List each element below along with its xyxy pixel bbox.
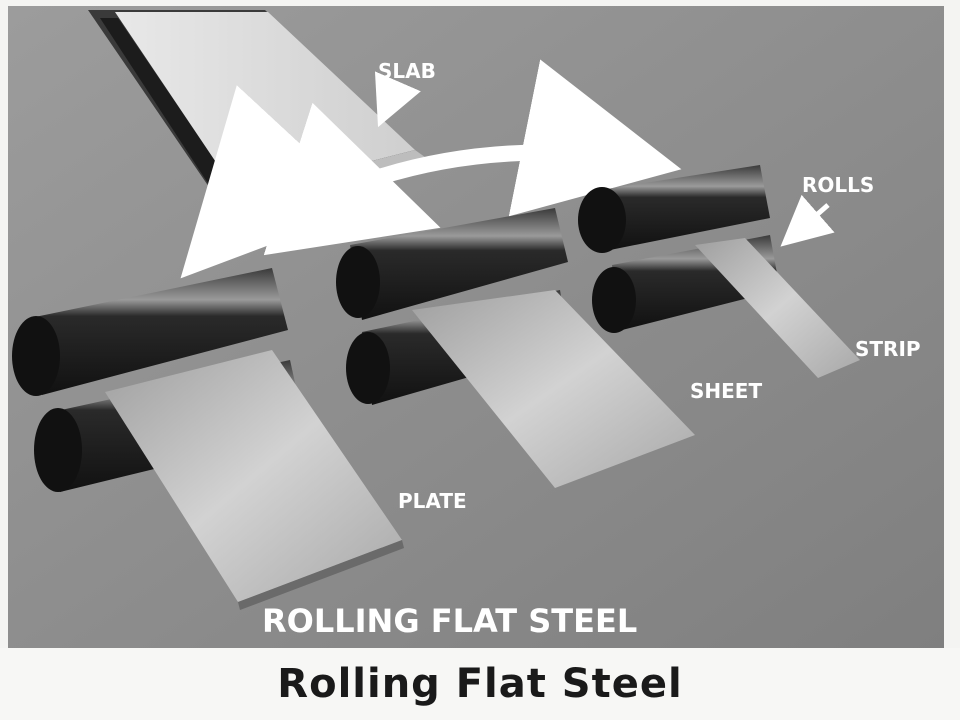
upper-roll bbox=[12, 268, 288, 396]
label-strip: STRIP bbox=[855, 337, 921, 361]
rolls-pointer bbox=[780, 194, 835, 247]
arrow-to-strip bbox=[362, 59, 682, 217]
sheet bbox=[412, 290, 695, 488]
label-plate: PLATE bbox=[398, 489, 467, 513]
strip bbox=[695, 238, 860, 378]
slab-pointer bbox=[374, 71, 421, 128]
plate bbox=[105, 350, 402, 602]
sheet-stand bbox=[336, 208, 695, 488]
flow-arrows bbox=[180, 59, 682, 279]
plate-stand bbox=[12, 268, 404, 610]
caption: Rolling Flat Steel bbox=[0, 648, 960, 720]
label-sheet: SHEET bbox=[690, 379, 762, 403]
strip-stand bbox=[578, 165, 860, 378]
upper-roll bbox=[336, 208, 568, 320]
rolling-diagram: SLAB ROLLS STRIP SHEET PLATE ROLLING FLA… bbox=[8, 6, 944, 648]
upper-roll bbox=[578, 165, 770, 253]
banner-title: ROLLING FLAT STEEL bbox=[262, 602, 637, 640]
caption-text: Rolling Flat Steel bbox=[277, 661, 683, 707]
arrow-to-sheet bbox=[263, 102, 441, 256]
label-pointers bbox=[374, 71, 835, 247]
label-slab: SLAB bbox=[378, 59, 436, 83]
label-rolls: ROLLS bbox=[802, 173, 874, 197]
